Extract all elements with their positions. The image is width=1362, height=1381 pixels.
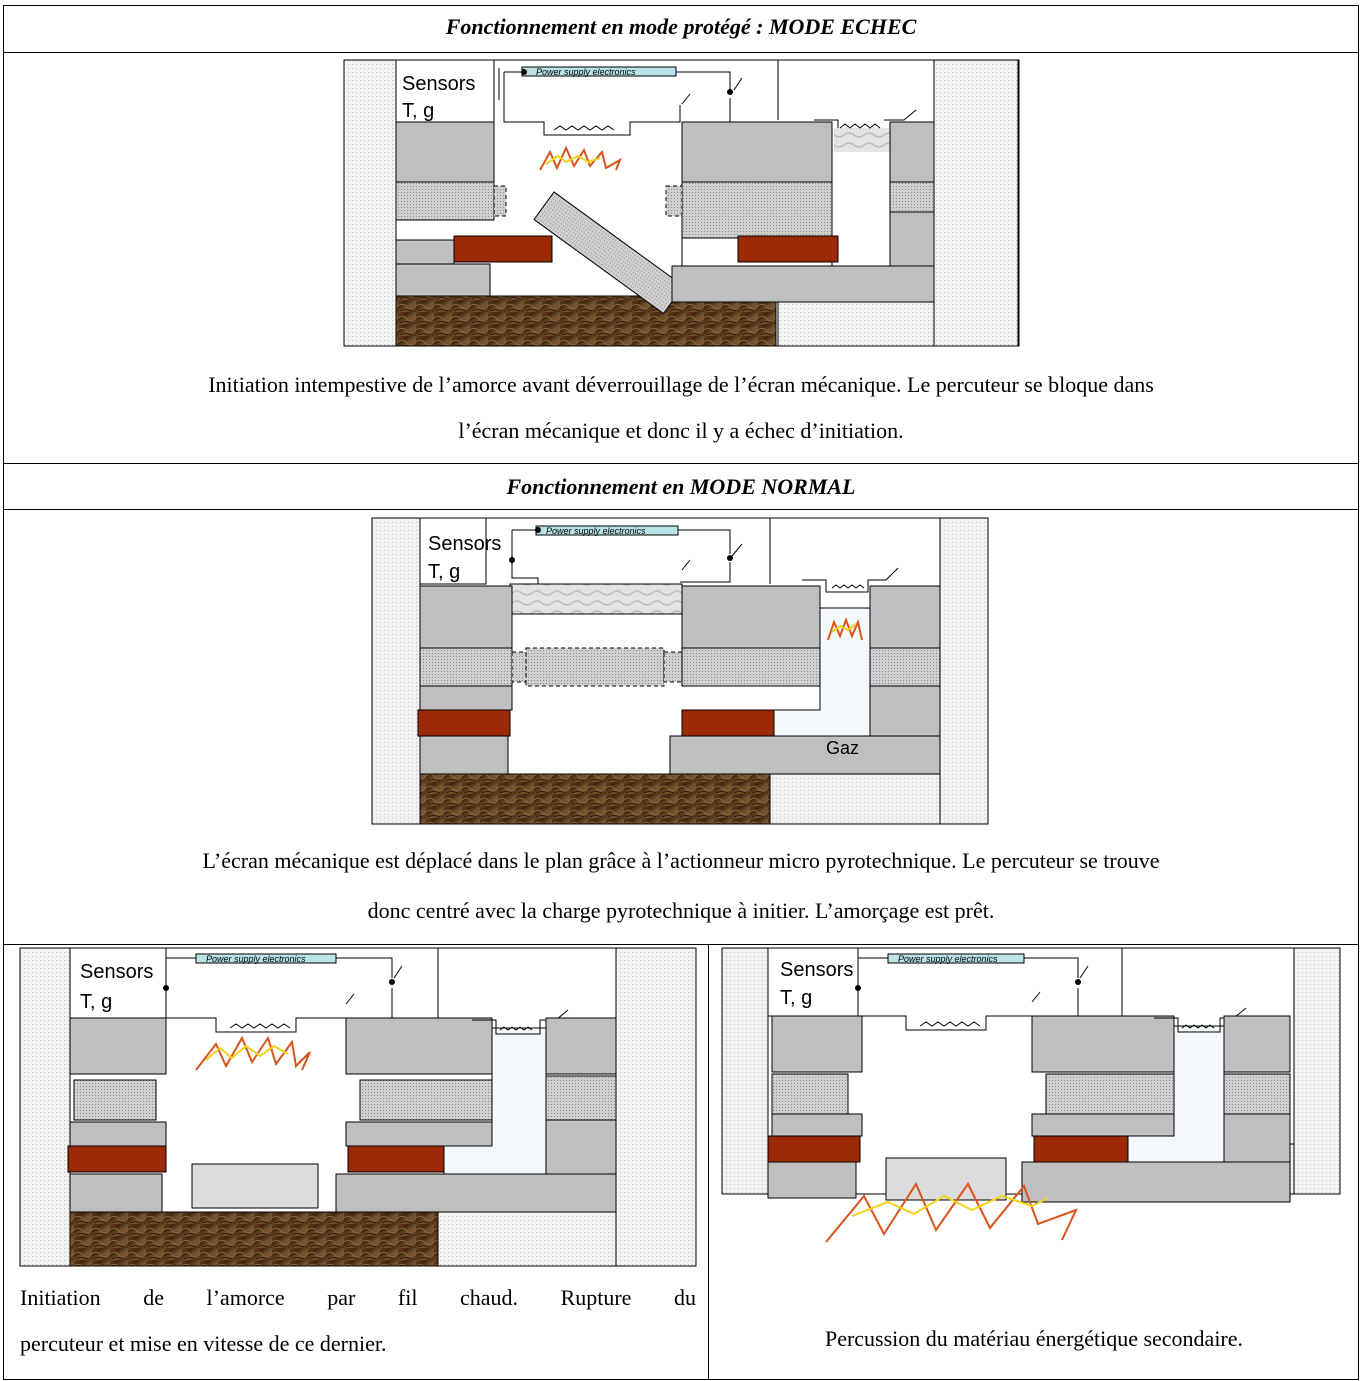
caption-mode-normal-1: L’écran mécanique est déplacé dans le pl… bbox=[202, 848, 1160, 873]
column-divider bbox=[708, 944, 709, 1380]
tg-label: T, g bbox=[80, 991, 112, 1013]
caption-mode-echec-2: l’écran mécanique et donc il y a échec d… bbox=[458, 418, 904, 443]
diagram-mode-normal: Sensors T, g Power supply electronics Ga… bbox=[371, 517, 989, 825]
power-label: Power supply electronics bbox=[898, 954, 998, 964]
section-title-mode-echec: Fonctionnement en mode protégé : MODE EC… bbox=[445, 14, 917, 39]
caption-initiation-1: Initiation de l’amorce par fil chaud. Ru… bbox=[20, 1285, 696, 1310]
diagram-percussion: Sensors T, g Power supply electronics bbox=[721, 947, 1341, 1243]
row-divider bbox=[3, 509, 1359, 510]
power-label: Power supply electronics bbox=[546, 526, 646, 536]
sensors-label: Sensors bbox=[428, 533, 501, 555]
sensors-label: Sensors bbox=[80, 961, 153, 983]
power-label: Power supply electronics bbox=[536, 67, 636, 77]
caption-mode-echec-1: Initiation intempestive de l’amorce avan… bbox=[208, 372, 1154, 397]
section-title-mode-normal: Fonctionnement en MODE NORMAL bbox=[506, 474, 856, 499]
gaz-label: Gaz bbox=[826, 738, 859, 758]
diagram-mode-echec: Sensors T, g Power supply electronics bbox=[343, 59, 1020, 347]
sensors-label: Sensors bbox=[780, 959, 853, 981]
tg-label: T, g bbox=[402, 100, 434, 122]
caption-initiation-2: percuteur et mise en vitesse de ce derni… bbox=[20, 1331, 387, 1356]
row-divider bbox=[3, 52, 1359, 53]
row-divider bbox=[3, 463, 1359, 464]
sensors-label: Sensors bbox=[402, 73, 475, 95]
tg-label: T, g bbox=[780, 987, 812, 1009]
row-divider bbox=[3, 944, 1359, 945]
caption-percussion: Percussion du matériau énergétique secon… bbox=[824, 1326, 1244, 1351]
diagram-initiation: Sensors T, g Power supply electronics bbox=[19, 947, 697, 1267]
tg-label: T, g bbox=[428, 561, 460, 583]
caption-mode-normal-2: donc centré avec la charge pyrotechnique… bbox=[367, 898, 995, 923]
power-label: Power supply electronics bbox=[206, 954, 306, 964]
document-table bbox=[3, 5, 1359, 1380]
